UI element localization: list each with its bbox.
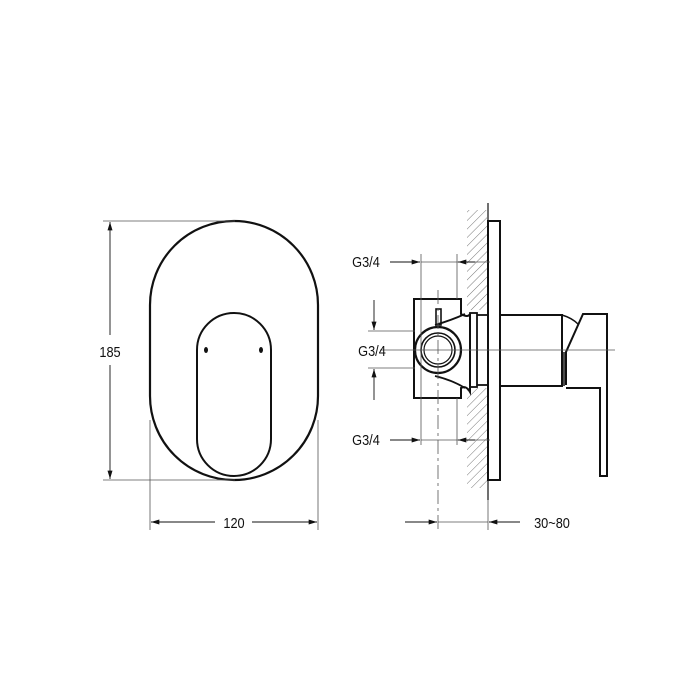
body-shoulder-lower [434, 375, 466, 389]
width-dimension: 120 [149, 420, 319, 531]
inlet-top-dimension: G3/4 [352, 253, 490, 270]
front-view: 185 120 [99, 219, 320, 531]
lever-bevel [561, 314, 579, 325]
wall-hatch-lower [467, 388, 487, 488]
body-shoulder-upper [434, 313, 466, 326]
cover-plate-outline [148, 219, 320, 482]
inlet-bottom-dimension: G3/4 [352, 431, 490, 448]
inlet-bottom-label: G3/4 [352, 431, 380, 448]
handle-outline [196, 312, 272, 477]
height-dimension-label: 185 [99, 343, 120, 360]
height-dimension: 185 [99, 220, 235, 481]
screw-left-icon [204, 347, 208, 353]
screw-right-icon [259, 347, 263, 353]
side-view: G3/4 G3/4 G3/4 [352, 203, 615, 531]
cover-plate-side [487, 220, 501, 481]
outlet-middle-dimension: G3/4 [358, 300, 415, 400]
depth-dimension-label: 30~80 [534, 514, 570, 531]
inlet-top-label: G3/4 [352, 253, 380, 270]
width-dimension-label: 120 [223, 514, 244, 531]
spindle-sleeve [499, 314, 563, 387]
depth-dimension: 30~80 [405, 500, 570, 531]
valve-pin [435, 308, 442, 326]
outlet-middle-label: G3/4 [358, 342, 386, 359]
wall-hatch-upper [467, 210, 487, 310]
lever-handle [565, 313, 608, 477]
